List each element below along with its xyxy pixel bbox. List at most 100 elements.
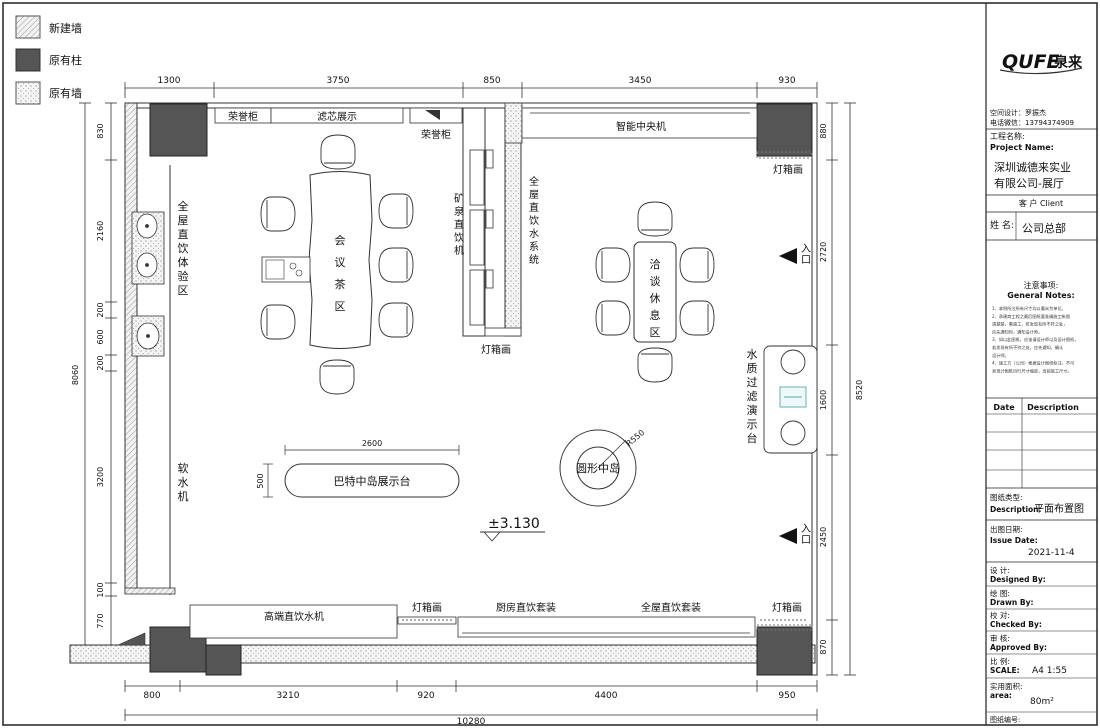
approved-by-cn: 审 核: <box>990 633 1010 643</box>
dim-bottom-5: 950 <box>778 691 795 701</box>
negotiation-chair <box>595 300 631 336</box>
central-machine-label: 智能中央机 <box>616 120 666 133</box>
column-se <box>756 626 813 676</box>
dim-left-3: 200 <box>96 302 105 317</box>
general-note-line: 3、如以此图纸，应该请设计师以及设计图纸， <box>992 336 1078 343</box>
designer-line: 空间设计：罗振杰 <box>990 108 1046 117</box>
project-name-en: Project Name: <box>990 143 1054 152</box>
drawing-type-value: 平面布置图 <box>1034 503 1084 515</box>
dim-left-4: 600 <box>96 329 105 344</box>
mineral-machines <box>469 149 494 326</box>
meeting-chairs <box>260 134 414 395</box>
column-ne <box>756 103 813 157</box>
brand-logo-cn: 泉来 <box>1054 54 1083 71</box>
lightbox-ne-label: 灯箱画 <box>773 163 803 176</box>
general-note-line: 1、本例所注所有尺寸均以毫米为单位。 <box>992 305 1066 312</box>
area-en: area: <box>990 691 1012 700</box>
phone-line: 电话微信：13794374909 <box>990 118 1074 127</box>
meeting-chair <box>378 247 414 283</box>
dim-left-6: 3200 <box>96 467 105 487</box>
island-display-table <box>284 463 460 498</box>
meeting-chair <box>378 302 414 338</box>
drawing-type-cn: 图纸类型: <box>990 492 1023 502</box>
client-header: 客 户 Client <box>1019 198 1063 208</box>
dim-right-5: 870 <box>819 639 828 654</box>
whole-house-set-label: 全屋直饮套装 <box>641 601 701 614</box>
dimensions-top <box>124 82 818 98</box>
dim-left-7: 100 <box>96 582 105 597</box>
dim-right-4: 2450 <box>819 527 828 547</box>
negotiation-table <box>633 241 677 343</box>
issue-date-en: Issue Date: <box>990 536 1038 545</box>
client-name-label: 姓 名: <box>990 219 1014 231</box>
legend-swatch-new-wall <box>15 15 41 39</box>
meeting-tea-label: 会议茶区 <box>335 234 346 313</box>
scale-cn: 比 例: <box>990 656 1010 666</box>
drawn-by-en: Drawn By: <box>990 598 1033 607</box>
legend-label-new-wall: 新建墙 <box>49 21 82 35</box>
area-value: 80m² <box>1030 697 1054 707</box>
meeting-chair <box>378 193 414 229</box>
legend-label-column: 原有柱 <box>49 53 82 67</box>
scale-en: SCALE: <box>990 666 1020 675</box>
meeting-chair <box>260 304 296 340</box>
general-note-line: 应先通知时，通知设计师。 <box>992 328 1042 335</box>
title-block: QUFE 泉来 空间设计：罗振杰 电话微信：13794374909 工程名称: … <box>986 51 1097 724</box>
logo-swoosh-icon <box>999 67 1083 75</box>
mineral-machine-label: 矿泉直饮机 <box>454 192 464 257</box>
entrance-label-1: 入口 <box>801 244 811 266</box>
general-note-line: 4、施工方（公司）根据设计图纸标注，不可 <box>992 360 1074 367</box>
lightbox-mid-label: 灯箱画 <box>481 343 511 356</box>
general-note-line: 发现计图纸自行尺寸缩放，当前施工尺寸。 <box>992 367 1072 374</box>
entrance-label-2: 入口 <box>801 524 811 546</box>
client-name-value: 公司总部 <box>1022 221 1066 235</box>
dim-top-4: 3450 <box>629 76 652 86</box>
dim-bottom-4: 4400 <box>595 691 618 701</box>
island-display-label: 巴特中岛展示台 <box>334 474 411 488</box>
column-sw2 <box>205 644 242 676</box>
dim-bottom-2: 3210 <box>277 691 300 701</box>
columns <box>149 103 813 676</box>
legend-swatch-column <box>15 48 41 72</box>
radius-dim: R550 <box>625 428 647 448</box>
lightbox-s1-label: 灯箱画 <box>412 601 442 614</box>
legend-label-orig-wall: 原有墙 <box>49 86 82 100</box>
dim-left-2: 2160 <box>96 221 105 241</box>
dimensions-bottom <box>124 680 818 721</box>
dim-right-3: 1600 <box>819 390 828 410</box>
dim-top-2: 3750 <box>327 76 350 86</box>
general-note-line: 清楚楚，需施工，若发现有所不符之处， <box>992 321 1067 328</box>
entrance-arrows <box>779 248 797 544</box>
meeting-chair <box>320 134 356 170</box>
dim-left-total: 8060 <box>71 365 80 385</box>
soft-water-label: 软水机 <box>178 461 189 503</box>
checked-by-en: Checked By: <box>990 620 1042 629</box>
designed-by-en: Designed By: <box>990 575 1046 584</box>
revision-desc-header: Description <box>1027 403 1079 412</box>
area-cn: 实用面积: <box>990 681 1023 691</box>
kitchen-set-label: 厨房直饮套装 <box>496 601 556 614</box>
general-note-line: 2、承建商工程之最后图纸要准确施工帐图 <box>992 313 1070 320</box>
meeting-table <box>261 171 373 349</box>
water-quality-label: 水质过滤演示台 <box>747 348 758 445</box>
bottom-cabinets <box>189 604 808 639</box>
dimensions-left <box>79 102 117 649</box>
high-end-machine-label: 高端直饮水机 <box>264 610 324 623</box>
negotiation-chair <box>679 300 715 336</box>
entrance-arrow-icon-2 <box>779 528 797 544</box>
entrance-arrow-icon-1 <box>779 248 797 264</box>
meeting-chair <box>319 359 355 395</box>
experience-sinks <box>131 211 165 357</box>
legend-swatch-orig-wall <box>15 81 41 105</box>
general-note-line: 若发现有所不符之处，应先通知，确认 <box>992 344 1064 351</box>
dim-left-5: 200 <box>96 355 105 370</box>
negotiation-chair <box>595 247 631 283</box>
island-length-dim: 2600 <box>362 439 382 448</box>
dim-top-3: 850 <box>483 76 500 86</box>
dim-left-1: 830 <box>96 123 105 138</box>
round-island-label: 圆形中岛 <box>576 461 620 475</box>
checked-by-cn: 校 对: <box>990 610 1010 620</box>
project-name-cn: 工程名称: <box>990 131 1025 141</box>
dim-top-5: 930 <box>778 76 795 86</box>
